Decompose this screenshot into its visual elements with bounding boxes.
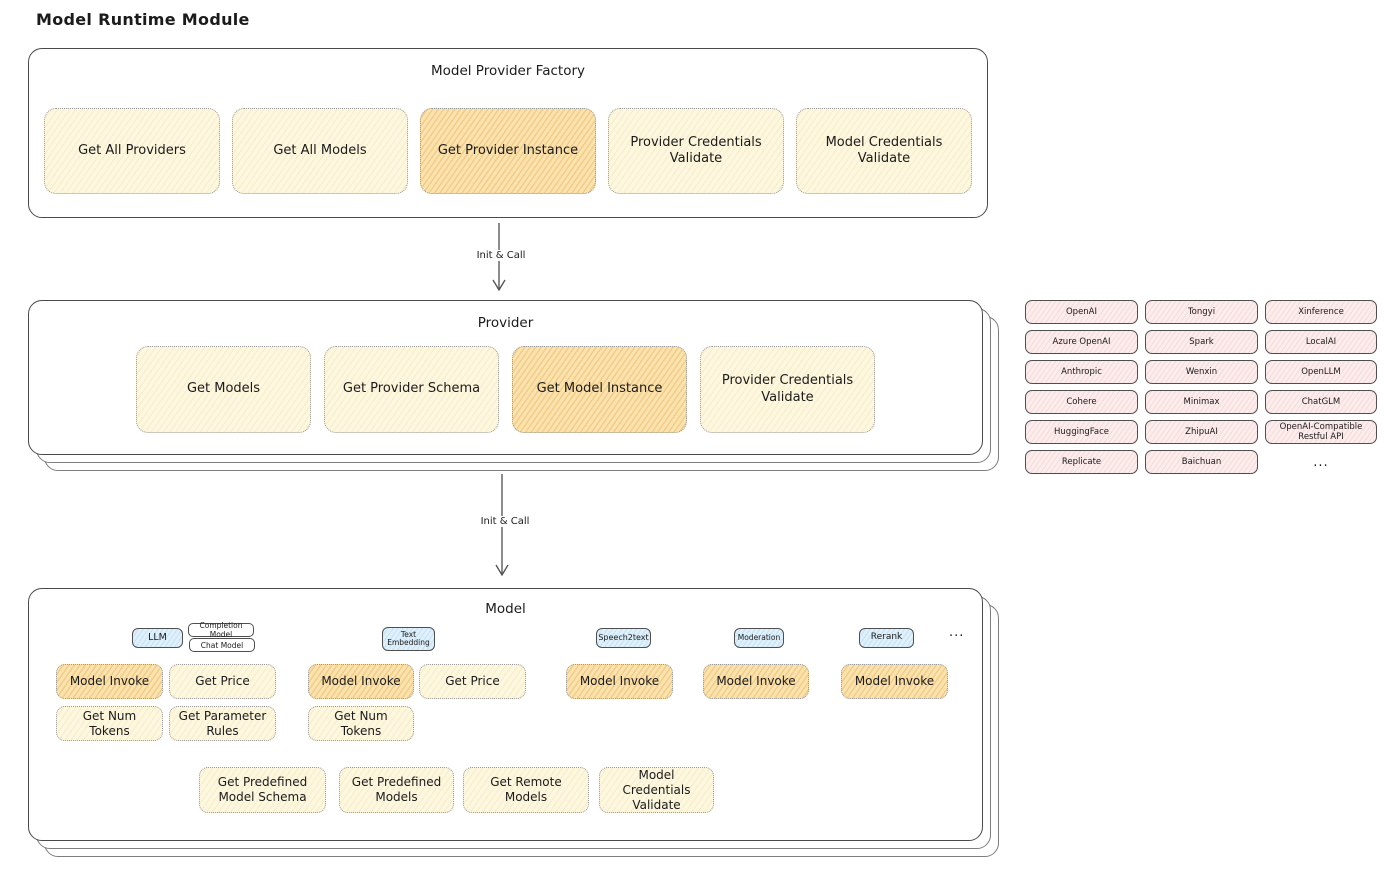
model-type-chat-tag: Chat Model: [189, 638, 255, 652]
provider-card: Provider Get Models Get Provider Schema …: [28, 300, 983, 455]
embedding-model-invoke: Model Invoke: [308, 664, 414, 699]
model-type-llm-tag: LLM: [132, 628, 183, 648]
provider-pill-xinference: Xinference: [1265, 300, 1377, 324]
provider-node-get-provider-schema: Get Provider Schema: [324, 346, 499, 433]
common-get-remote-models: Get Remote Models: [463, 767, 589, 813]
factory-node-row: Get All Providers Get All Models Get Pro…: [29, 108, 987, 194]
embedding-get-num-tokens: Get Num Tokens: [308, 706, 414, 741]
provider-node-provider-credentials-validate: Provider Credentials Validate: [700, 346, 875, 433]
provider-pill-zhipuai: ZhipuAI: [1145, 420, 1258, 444]
provider-title: Provider: [477, 315, 534, 331]
model-title: Model: [485, 601, 526, 617]
provider-pill-tongyi: Tongyi: [1145, 300, 1258, 324]
provider-pill-openai: OpenAI: [1025, 300, 1138, 324]
model-type-completion-tag: Completion Model: [188, 621, 254, 639]
provider-pill-openllm: OpenLLM: [1265, 360, 1377, 384]
provider-pill-anthropic: Anthropic: [1025, 360, 1138, 384]
provider-pill-azure-openai: Azure OpenAI: [1025, 330, 1138, 354]
common-model-credentials-validate: Model Credentials Validate: [599, 767, 714, 813]
provider-pill-cohere: Cohere: [1025, 390, 1138, 414]
speech2text-model-invoke: Model Invoke: [566, 664, 673, 699]
providers-ellipsis: ...: [1313, 454, 1329, 470]
factory-node-model-credentials-validate: Model Credentials Validate: [796, 108, 972, 194]
providers-grid: OpenAI Tongyi Xinference Azure OpenAI Sp…: [1025, 300, 1377, 474]
provider-pill-wenxin: Wenxin: [1145, 360, 1258, 384]
factory-node-get-all-providers: Get All Providers: [44, 108, 220, 194]
factory-node-provider-credentials-validate: Provider Credentials Validate: [608, 108, 784, 194]
provider-pill-huggingface: HuggingFace: [1025, 420, 1138, 444]
llm-get-num-tokens: Get Num Tokens: [56, 706, 163, 741]
model-stack: Model LLM Completion Model Chat Model Te…: [28, 588, 999, 857]
model-card: Model LLM Completion Model Chat Model Te…: [28, 588, 983, 841]
provider-pill-spark: Spark: [1145, 330, 1258, 354]
provider-node-get-model-instance: Get Model Instance: [512, 346, 687, 433]
arrow2-label: Init & Call: [452, 516, 558, 527]
provider-node-get-models: Get Models: [136, 346, 311, 433]
provider-pill-openai-compatible: OpenAI-Compatible Restful API: [1265, 420, 1377, 444]
page-title: Model Runtime Module: [36, 10, 250, 29]
llm-get-price: Get Price: [169, 664, 276, 699]
provider-stack: Provider Get Models Get Provider Schema …: [28, 300, 999, 471]
model-type-speech2text-tag: Speech2text: [596, 628, 651, 648]
provider-pill-localai: LocalAI: [1265, 330, 1377, 354]
provider-pill-replicate: Replicate: [1025, 450, 1138, 474]
common-get-predefined-model-schema: Get Predefined Model Schema: [199, 767, 326, 813]
common-get-predefined-models: Get Predefined Models: [339, 767, 454, 813]
moderation-model-invoke: Model Invoke: [703, 664, 809, 699]
provider-node-row: Get Models Get Provider Schema Get Model…: [29, 346, 982, 433]
model-types-ellipsis: ...: [949, 625, 965, 640]
factory-title: Model Provider Factory: [430, 63, 585, 79]
rerank-model-invoke: Model Invoke: [841, 664, 948, 699]
factory-node-get-provider-instance: Get Provider Instance: [420, 108, 596, 194]
llm-get-parameter-rules: Get Parameter Rules: [169, 706, 276, 741]
model-type-moderation-tag: Moderation: [734, 628, 784, 648]
model-type-rerank-tag: Rerank: [859, 628, 914, 648]
provider-pill-baichuan: Baichuan: [1145, 450, 1258, 474]
llm-model-invoke: Model Invoke: [56, 664, 163, 699]
provider-pill-chatglm: ChatGLM: [1265, 390, 1377, 414]
factory-node-get-all-models: Get All Models: [232, 108, 408, 194]
model-type-text-embedding-tag: Text Embedding: [382, 627, 435, 651]
arrow1-label: Init & Call: [448, 250, 554, 261]
arrow-provider-to-model: [495, 474, 509, 577]
provider-pill-minimax: Minimax: [1145, 390, 1258, 414]
factory-card: Model Provider Factory Get All Providers…: [28, 48, 988, 218]
embedding-get-price: Get Price: [419, 664, 526, 699]
